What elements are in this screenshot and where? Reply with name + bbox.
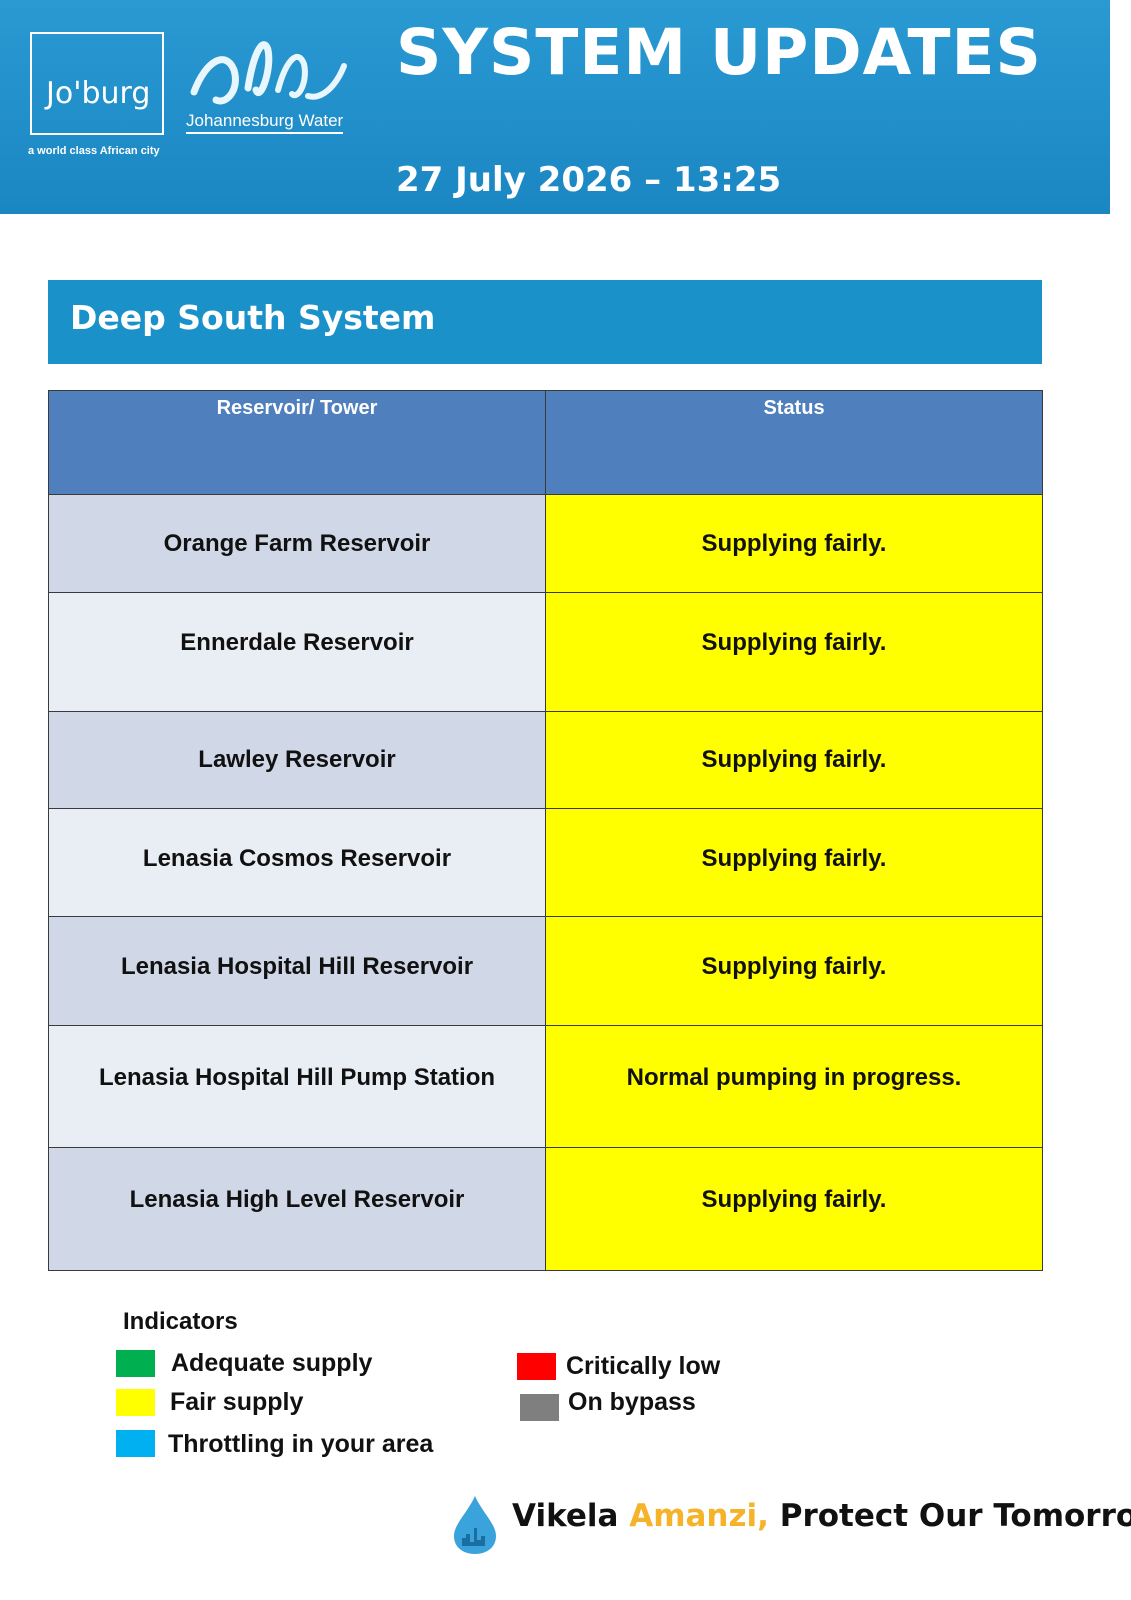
johannesburg-water-text: Johannesburg Water <box>186 111 344 134</box>
slogan-part2: Protect Our Tomorrow <box>768 1498 1131 1534</box>
reservoir-status: Supplying fairly. <box>545 916 1043 1026</box>
column-header-reservoir: Reservoir/ Tower <box>48 390 546 495</box>
reservoir-name: Lenasia Hospital Hill Pump Station <box>48 1025 546 1148</box>
section-header: Deep South System <box>48 280 1042 364</box>
footer-slogan: Vikela Amanzi, Protect Our Tomorrow <box>512 1498 1131 1534</box>
reservoir-name: Ennerdale Reservoir <box>48 592 546 712</box>
table-row: Lawley Reservoir Supplying fairly. <box>48 711 1043 809</box>
table-header-row: Reservoir/ Tower Status <box>48 390 1043 495</box>
reservoir-status: Supplying fairly. <box>545 494 1043 593</box>
legend-label-fair: Fair supply <box>170 1388 304 1416</box>
legend-label-critical: Critically low <box>566 1352 721 1380</box>
joburg-tagline: a world class African city <box>28 145 160 157</box>
slogan-part1: Vikela <box>512 1498 630 1534</box>
legend-label-adequate: Adequate supply <box>171 1349 373 1377</box>
table-row: Lenasia Hospital Hill Pump Station Norma… <box>48 1025 1043 1148</box>
legend-swatch-bypass <box>520 1394 559 1421</box>
slogan-accent: Amanzi, <box>629 1498 769 1534</box>
legend-swatch-critical <box>517 1353 556 1380</box>
reservoir-name: Lawley Reservoir <box>48 711 546 809</box>
reservoir-name: Lenasia High Level Reservoir <box>48 1147 546 1271</box>
reservoir-status: Supplying fairly. <box>545 592 1043 712</box>
update-datetime: 27 July 2026 – 13:25 <box>396 160 782 200</box>
joburg-logo-text: Jo'burg <box>46 76 151 111</box>
reservoir-status: Supplying fairly. <box>545 808 1043 917</box>
reservoir-status-table: Reservoir/ Tower Status Orange Farm Rese… <box>48 390 1043 1271</box>
reservoir-status: Normal pumping in progress. <box>545 1025 1043 1148</box>
page-title: SYSTEM UPDATES <box>396 16 1042 89</box>
joburg-logo-frame <box>30 32 164 135</box>
reservoir-name: Lenasia Cosmos Reservoir <box>48 808 546 917</box>
johannesburg-water-logo-icon <box>190 41 347 105</box>
table-row: Lenasia Cosmos Reservoir Supplying fairl… <box>48 808 1043 917</box>
table-row: Lenasia Hospital Hill Reservoir Supplyin… <box>48 916 1043 1026</box>
water-drop-icon <box>454 1496 496 1554</box>
reservoir-name: Orange Farm Reservoir <box>48 494 546 593</box>
section-title: Deep South System <box>70 298 436 337</box>
legend-swatch-fair <box>116 1389 155 1416</box>
legend-label-bypass: On bypass <box>568 1388 696 1416</box>
reservoir-status: Supplying fairly. <box>545 711 1043 809</box>
table-row: Orange Farm Reservoir Supplying fairly. <box>48 494 1043 593</box>
legend-swatch-adequate <box>116 1350 155 1377</box>
table-row: Ennerdale Reservoir Supplying fairly. <box>48 592 1043 712</box>
column-header-status: Status <box>545 390 1043 495</box>
table-row: Lenasia High Level Reservoir Supplying f… <box>48 1147 1043 1271</box>
legend-label-throttling: Throttling in your area <box>168 1430 434 1458</box>
header-banner: Jo'burg a world class African city Johan… <box>0 0 1110 214</box>
reservoir-status: Supplying fairly. <box>545 1147 1043 1271</box>
indicators-title: Indicators <box>123 1308 238 1335</box>
legend-swatch-throttling <box>116 1430 155 1457</box>
reservoir-name: Lenasia Hospital Hill Reservoir <box>48 916 546 1026</box>
